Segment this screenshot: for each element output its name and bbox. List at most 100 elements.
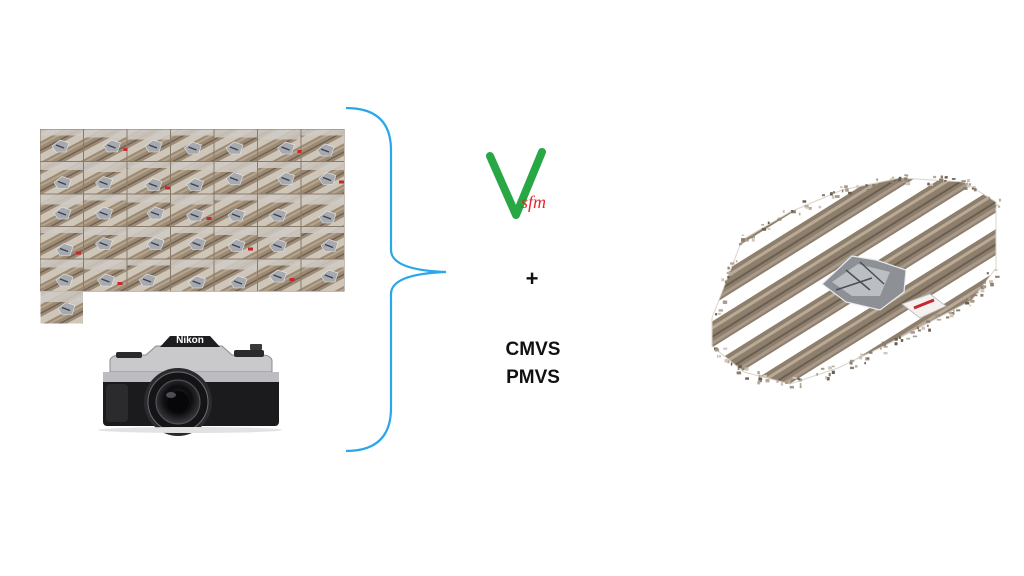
- camera-icon: Nikon: [98, 335, 282, 436]
- point-cloud-speck: [980, 293, 984, 297]
- point-cloud-speck: [730, 362, 733, 366]
- tool-label-pmvs: PMVS: [506, 367, 560, 388]
- point-cloud-speck: [724, 359, 729, 363]
- photo-thumbnail: [171, 227, 214, 259]
- photo-thumbnail: [258, 259, 301, 291]
- point-cloud-speck: [890, 180, 895, 183]
- point-cloud-speck: [925, 320, 931, 323]
- point-cloud-speck: [751, 236, 753, 239]
- point-cloud-speck: [997, 205, 1001, 208]
- photo-thumbnail: [84, 259, 127, 291]
- point-cloud-speck: [921, 326, 926, 330]
- plus-sign: +: [526, 266, 539, 291]
- photo-thumbnail: [40, 227, 83, 259]
- label-tag: [901, 293, 947, 319]
- point-cloud-speck: [894, 337, 898, 341]
- point-cloud-speck: [969, 304, 972, 307]
- photo-thumbnail: [127, 162, 170, 194]
- point-cloud-speck: [970, 299, 975, 303]
- point-cloud-speck: [939, 178, 944, 182]
- point-cloud-speck: [718, 312, 721, 315]
- photo-thumbnail: [84, 162, 127, 194]
- point-cloud-speck: [737, 366, 740, 371]
- point-cloud-speck: [758, 379, 762, 383]
- point-cloud-speck: [917, 329, 921, 332]
- point-cloud-speck: [745, 377, 749, 380]
- point-cloud-speck: [973, 188, 977, 192]
- point-cloud-speck: [952, 312, 955, 316]
- point-cloud-speck: [856, 184, 859, 189]
- point-cloud-speck: [894, 342, 898, 346]
- point-cloud-speck: [729, 273, 733, 276]
- point-cloud-speck: [830, 192, 833, 196]
- point-cloud-speck: [757, 371, 760, 375]
- point-cloud-speck: [889, 178, 894, 181]
- point-cloud-speck: [761, 224, 765, 226]
- photo-thumbnail: [258, 227, 301, 259]
- point-cloud-speck: [758, 374, 761, 378]
- point-cloud-speck: [831, 370, 835, 374]
- point-cloud-speck: [798, 212, 801, 216]
- point-cloud-speck: [865, 184, 868, 187]
- photo-thumbnail: [301, 194, 344, 226]
- point-cloud-speck: [910, 331, 915, 334]
- point-cloud-speck: [802, 200, 807, 203]
- point-cloud-speck: [867, 357, 869, 360]
- photo-thumbnail: [84, 227, 127, 259]
- point-cloud-speck: [928, 328, 931, 332]
- point-cloud-speck: [758, 377, 763, 380]
- point-cloud-speck: [849, 361, 853, 365]
- point-cloud-speck: [850, 366, 855, 370]
- point-cloud-speck: [715, 313, 718, 316]
- point-cloud-speck: [740, 240, 744, 243]
- point-cloud-speck: [898, 176, 902, 180]
- point-cloud-speck: [798, 378, 803, 382]
- point-cloud-speck: [789, 385, 794, 389]
- photo-thumbnail: [301, 259, 344, 291]
- point-cloud-speck: [949, 314, 954, 318]
- point-cloud-speck: [956, 309, 961, 312]
- point-cloud-speck: [844, 185, 848, 188]
- point-cloud-speck: [994, 203, 998, 207]
- point-cloud-speck: [972, 186, 976, 189]
- point-cloud-speck: [831, 195, 835, 199]
- point-cloud-speck: [866, 189, 871, 192]
- point-cloud-speck: [901, 178, 905, 181]
- point-cloud-speck: [883, 345, 886, 348]
- point-cloud-speck: [848, 191, 852, 195]
- point-cloud-speck: [984, 281, 986, 284]
- point-cloud-speck: [841, 189, 844, 193]
- photo-thumbnail: [258, 162, 301, 194]
- photo-thumbnail: [84, 129, 129, 161]
- point-cloud-speck: [792, 376, 797, 379]
- point-cloud-speck: [900, 339, 904, 342]
- point-cloud-speck: [940, 175, 943, 179]
- point-cloud-speck: [933, 175, 937, 179]
- point-cloud-speck: [835, 195, 840, 198]
- photo-thumbnail: [84, 194, 127, 226]
- photo-thumbnail: [214, 259, 257, 291]
- point-cloud-speck: [983, 280, 986, 283]
- point-cloud-speck: [934, 313, 939, 317]
- point-cloud-speck: [816, 373, 818, 376]
- point-cloud-speck: [776, 379, 779, 383]
- point-cloud-speck: [727, 275, 730, 279]
- point-cloud-speck: [777, 217, 781, 220]
- point-cloud-speck: [716, 354, 719, 358]
- point-cloud-speck: [987, 196, 991, 199]
- point-cloud-speck: [730, 262, 735, 265]
- point-cloud-speck: [974, 294, 978, 297]
- point-cloud-speck: [785, 382, 788, 384]
- point-cloud-speck: [726, 271, 731, 275]
- point-cloud-edge-noise: [714, 174, 1001, 389]
- point-cloud-speck: [804, 204, 809, 208]
- point-cloud-speck: [751, 235, 755, 238]
- point-cloud-speck: [825, 376, 828, 380]
- photo-thumbnail: [40, 162, 83, 194]
- point-cloud-speck: [718, 355, 722, 358]
- point-cloud-speck: [741, 234, 745, 237]
- point-cloud-speck: [898, 336, 901, 339]
- point-cloud-speck: [855, 365, 858, 368]
- point-cloud-speck: [821, 194, 825, 197]
- point-cloud-speck: [904, 174, 907, 176]
